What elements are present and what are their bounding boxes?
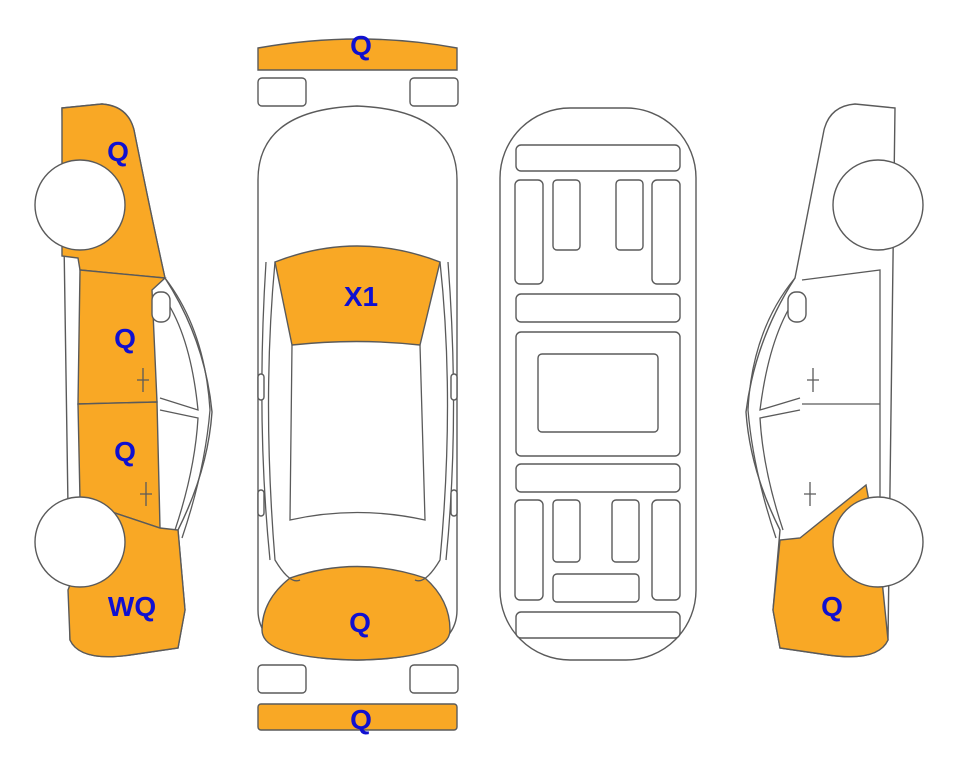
label-windshield: X1 [344,281,378,312]
right-taillight [409,664,459,694]
right-headlight [409,77,459,107]
left-headlight [257,77,307,107]
label-left-rear-door: Q [114,436,136,467]
underbody-view [499,107,697,661]
right-rear-wheel [832,496,924,588]
right-front-wheel [832,159,924,251]
left-side-view [34,103,213,658]
label-right-rear-quarter: Q [821,591,843,622]
top-view [257,38,459,731]
right-side-view [745,103,924,658]
trunk-lid-panel[interactable] [261,565,451,661]
rear-bumper-panel[interactable] [257,703,458,731]
front-bumper-panel[interactable] [257,38,458,71]
damage-labels: Q Q X1 Q Q WQ Q Q Q [107,30,843,735]
label-left-front-door: Q [114,323,136,354]
label-trunk-lid: Q [349,607,371,638]
label-left-rear-quarter: WQ [108,591,156,622]
label-front-bumper: Q [350,30,372,61]
left-rear-wheel [34,496,126,588]
left-front-wheel [34,159,126,251]
label-left-front-fender: Q [107,136,129,167]
left-taillight [257,664,307,694]
label-rear-bumper: Q [350,704,372,735]
